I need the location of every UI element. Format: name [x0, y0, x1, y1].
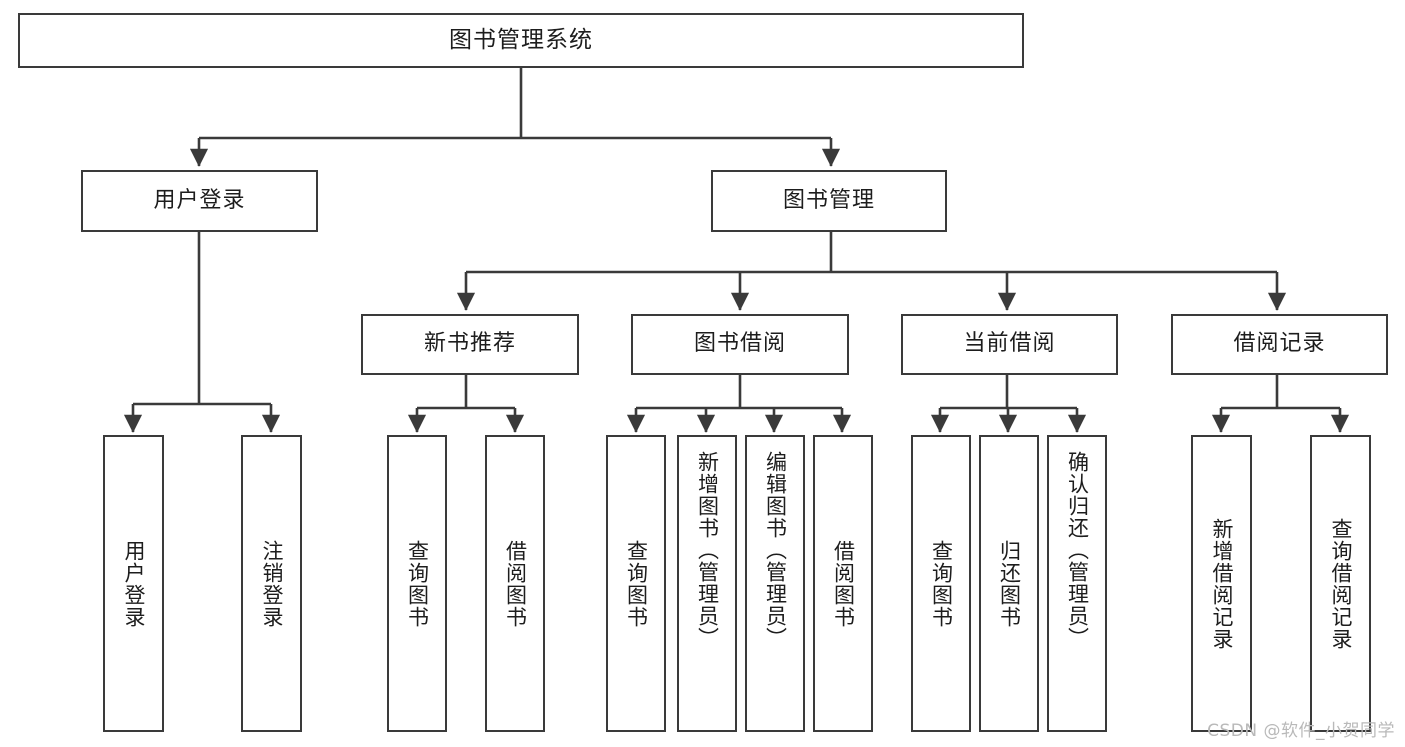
node-label: 借阅图书	[831, 539, 856, 628]
leaf-new-book-borrow-books[interactable]: 借阅图书	[485, 435, 545, 732]
leaf-book-borrow-edit-book-admin[interactable]: 编辑图书（管理员）	[745, 435, 805, 732]
leaf-book-borrow-add-book-admin[interactable]: 新增图书（管理员）	[677, 435, 737, 732]
leaf-record-query-borrow-record[interactable]: 查询借阅记录	[1310, 435, 1371, 732]
node-label: 图书借阅	[693, 331, 786, 357]
node-label: 查询借阅记录	[1328, 517, 1353, 650]
node-label: 确认归还（管理员）	[1065, 451, 1090, 649]
node-label: 借阅记录	[1233, 331, 1326, 357]
node-book-borrowing[interactable]: 图书借阅	[631, 314, 849, 375]
leaf-book-borrow-borrow-books[interactable]: 借阅图书	[813, 435, 873, 732]
node-borrowing-records[interactable]: 借阅记录	[1171, 314, 1388, 375]
leaf-book-borrow-query-books[interactable]: 查询图书	[606, 435, 666, 732]
node-label: 注销登录	[259, 539, 284, 628]
node-label: 编辑图书（管理员）	[763, 451, 788, 649]
node-label: 新书推荐	[423, 331, 516, 357]
leaf-current-borrow-confirm-return-admin[interactable]: 确认归还（管理员）	[1047, 435, 1107, 732]
node-label: 图书管理	[782, 187, 875, 213]
node-label: 查询图书	[929, 539, 954, 628]
leaf-current-borrow-return-books[interactable]: 归还图书	[979, 435, 1039, 732]
node-label: 新增借阅记录	[1209, 517, 1234, 650]
leaf-current-borrow-query-books[interactable]: 查询图书	[911, 435, 971, 732]
node-label: 新增图书（管理员）	[695, 451, 720, 649]
watermark-text: CSDN @软件_小贺同学	[1207, 721, 1395, 741]
node-label: 用户登录	[121, 539, 146, 628]
node-label: 图书管理系统	[449, 26, 593, 53]
node-book-management[interactable]: 图书管理	[711, 170, 947, 232]
node-label: 借阅图书	[503, 539, 528, 628]
node-label: 归还图书	[997, 539, 1022, 628]
leaf-user-login-logout[interactable]: 注销登录	[241, 435, 302, 732]
leaf-user-login-login[interactable]: 用户登录	[103, 435, 164, 732]
node-user-login[interactable]: 用户登录	[81, 170, 318, 232]
leaf-new-book-query-books[interactable]: 查询图书	[387, 435, 447, 732]
node-label: 用户登录	[153, 187, 246, 213]
node-label: 当前借阅	[963, 331, 1056, 357]
node-current-borrowing[interactable]: 当前借阅	[901, 314, 1118, 375]
leaf-record-add-borrow-record[interactable]: 新增借阅记录	[1191, 435, 1252, 732]
node-label: 查询图书	[624, 539, 649, 628]
node-root-book-management-system[interactable]: 图书管理系统	[18, 13, 1024, 68]
node-label: 查询图书	[405, 539, 430, 628]
node-new-book-recommendation[interactable]: 新书推荐	[361, 314, 579, 375]
